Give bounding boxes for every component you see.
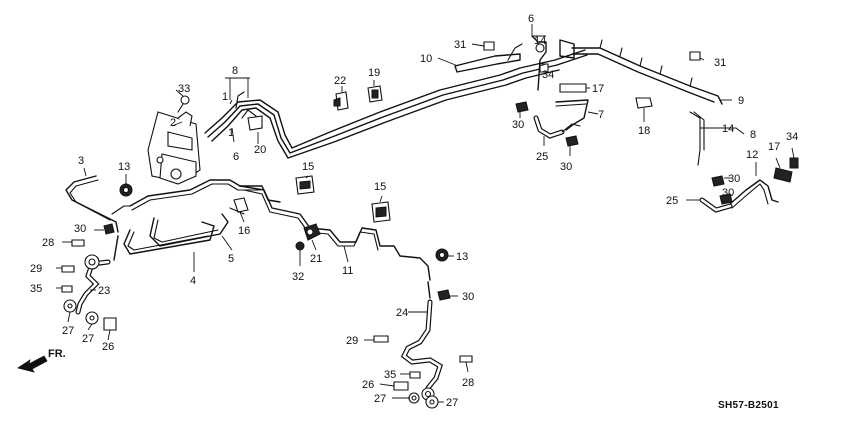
rear-pipe-bracket-rail [559, 39, 723, 166]
front-direction-label: FR. [48, 348, 66, 360]
callout-13: 13 [456, 251, 468, 263]
callout-8: 8 [232, 65, 238, 77]
callout-29: 29 [346, 335, 358, 347]
callout-16: 16 [238, 225, 250, 237]
callout-8: 8 [750, 129, 756, 141]
callout-30: 30 [74, 223, 86, 235]
callout-labels: 8 1 1 6 33 2 20 22 19 10 31 6 14 34 17 3… [30, 13, 798, 409]
callout-34: 34 [786, 131, 798, 143]
callout-27: 27 [62, 325, 74, 337]
callout-15: 15 [374, 181, 386, 193]
callout-30: 30 [722, 187, 734, 199]
bolt-33 [177, 95, 190, 113]
pipe-upper-left-to-11 [129, 179, 281, 211]
callout-11: 11 [342, 265, 353, 277]
callout-31: 31 [714, 57, 726, 69]
callout-13: 13 [118, 161, 130, 173]
callout-28: 28 [462, 377, 474, 389]
callout-35: 35 [30, 283, 42, 295]
callout-30: 30 [728, 173, 740, 185]
callout-25: 25 [666, 195, 678, 207]
callout-22: 22 [334, 75, 346, 87]
callout-19: 19 [368, 67, 380, 79]
callout-30: 30 [560, 161, 572, 173]
callout-26: 26 [102, 341, 114, 353]
callout-23: 23 [98, 285, 110, 297]
brake-hose-25-right [699, 179, 779, 213]
callout-14: 14 [534, 35, 546, 47]
callout-21: 21 [310, 253, 322, 265]
callout-2: 2 [170, 117, 176, 129]
callout-34: 34 [542, 69, 554, 81]
pipe-4 [123, 221, 215, 255]
callout-32: 32 [292, 271, 304, 283]
brake-hose-25-middle [533, 115, 581, 139]
diagram-code: SH57-B2501 [718, 400, 779, 411]
callout-4: 4 [190, 275, 196, 287]
callout-26: 26 [362, 379, 374, 391]
callout-6: 6 [528, 13, 534, 25]
callout-18: 18 [638, 125, 650, 137]
callout-10: 10 [420, 53, 432, 65]
callout-17: 17 [592, 83, 604, 95]
pipe-7 [555, 99, 589, 131]
leader-lines [56, 24, 795, 403]
callout-28: 28 [42, 237, 54, 249]
pipe-5 [149, 213, 229, 247]
callout-12: 12 [746, 149, 758, 161]
pipe-bracket-10 [454, 43, 523, 73]
callout-3: 3 [78, 155, 84, 167]
rear-left-brake-hose-23 [75, 235, 119, 315]
callout-20: 20 [254, 144, 266, 156]
main-brake-pipes [204, 49, 588, 159]
callout-1: 1 [222, 91, 228, 103]
callout-7: 7 [598, 109, 604, 121]
callout-30: 30 [512, 119, 524, 131]
proportioning-valve [147, 111, 201, 185]
callout-25: 25 [536, 151, 548, 163]
callout-17: 17 [768, 141, 780, 153]
callout-30: 30 [462, 291, 474, 303]
front-direction-arrow: FR. [17, 348, 66, 373]
callout-9: 9 [738, 95, 744, 107]
callout-24: 24 [396, 307, 408, 319]
callout-27: 27 [446, 397, 458, 409]
front-brake-hose-24 [400, 281, 444, 401]
fasteners [61, 41, 799, 409]
callout-31: 31 [454, 39, 466, 51]
callout-5: 5 [228, 253, 234, 265]
callout-1: 1 [228, 127, 234, 139]
callout-33: 33 [178, 83, 190, 95]
pipe-11 [239, 185, 431, 281]
callout-27: 27 [82, 333, 94, 345]
callout-35: 35 [384, 369, 396, 381]
callout-6: 6 [233, 151, 239, 163]
callout-15: 15 [302, 161, 314, 173]
callout-27: 27 [374, 393, 386, 405]
callout-29: 29 [30, 263, 42, 275]
pipe-3 [65, 175, 131, 233]
callout-14: 14 [722, 123, 734, 135]
